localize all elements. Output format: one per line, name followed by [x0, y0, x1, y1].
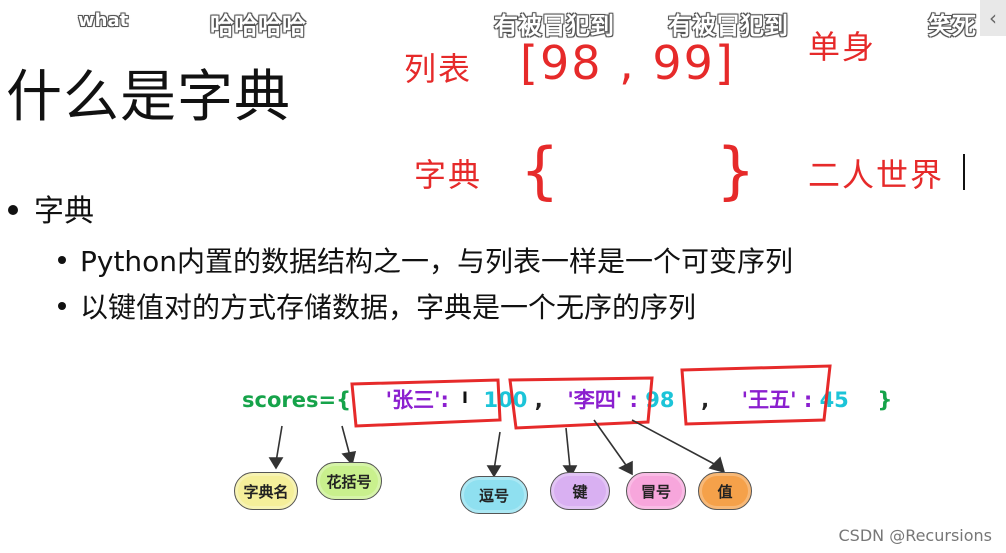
bullet-item-text: 以键值对的方式存储数据，字典是一个无序的序列 — [80, 291, 697, 324]
bullet-item-text: Python内置的数据结构之一，与列表一样是一个可变序列 — [80, 245, 794, 278]
code-comma: , — [534, 388, 543, 412]
code-colon: : — [803, 388, 813, 412]
code-comma: , — [701, 388, 710, 412]
cloud-label-comma: 逗号 — [460, 476, 528, 514]
bullet-dot-icon — [58, 302, 66, 310]
bullet-main: 字典 — [8, 186, 94, 230]
handwritten-list-label: 列表 — [404, 50, 473, 88]
cloud-label-key: 键 — [550, 472, 610, 510]
cloud-label-colon: 冒号 — [626, 472, 686, 510]
handwritten-couple: 二人世界 — [808, 156, 945, 194]
code-key: '张三': — [385, 388, 449, 412]
code-close-brace: } — [877, 388, 893, 412]
bullet-dot-icon — [8, 204, 18, 215]
danmaku-comment: 笑死 — [928, 12, 976, 40]
red-box-2 — [508, 376, 654, 430]
bullet-dot-icon — [58, 256, 66, 264]
handwritten-single: 单身 — [808, 28, 877, 66]
chevron-left-icon: ‹ — [989, 6, 997, 30]
danmaku-comment: what — [78, 10, 129, 31]
code-colon: : — [629, 388, 638, 412]
watermark: CSDN @Recursions — [838, 526, 992, 545]
edge-collapse-button[interactable]: ‹ — [980, 0, 1006, 36]
cloud-label-dict-name: 字典名 — [234, 472, 298, 510]
danmaku-comment: 哈哈哈哈 — [210, 12, 306, 40]
code-value: 100 — [483, 388, 528, 412]
cloud-label-braces: 花括号 — [316, 462, 382, 500]
mouse-text-cursor-icon: I — [462, 388, 468, 407]
code-example: scores={ '张三': 100 , '李四' : 98 , '王五' : … — [242, 384, 892, 414]
danmaku-comment: 有被冒犯到 — [668, 12, 788, 40]
danmaku-comment: 有被冒犯到 — [494, 12, 614, 40]
text-cursor — [963, 154, 965, 190]
cloud-label-value: 值 — [698, 472, 752, 510]
slide-title: 什么是字典 — [6, 65, 291, 130]
red-box-3 — [680, 364, 832, 426]
handwritten-dict-label: 字典 — [414, 156, 483, 194]
code-var: scores={ — [242, 388, 352, 412]
handwritten-brace-open: { — [520, 134, 562, 207]
bullet-item: 以键值对的方式存储数据，字典是一个无序的序列 — [58, 286, 696, 326]
red-box-1 — [350, 378, 502, 428]
bullet-main-text: 字典 — [34, 194, 94, 229]
bullet-item: Python内置的数据结构之一，与列表一样是一个可变序列 — [58, 240, 793, 280]
handwritten-list-content: [98 , 99] — [520, 36, 735, 90]
code-key: '王五' — [741, 388, 797, 412]
code-key: '李四' — [567, 388, 623, 412]
handwritten-brace-close: } — [716, 134, 758, 207]
